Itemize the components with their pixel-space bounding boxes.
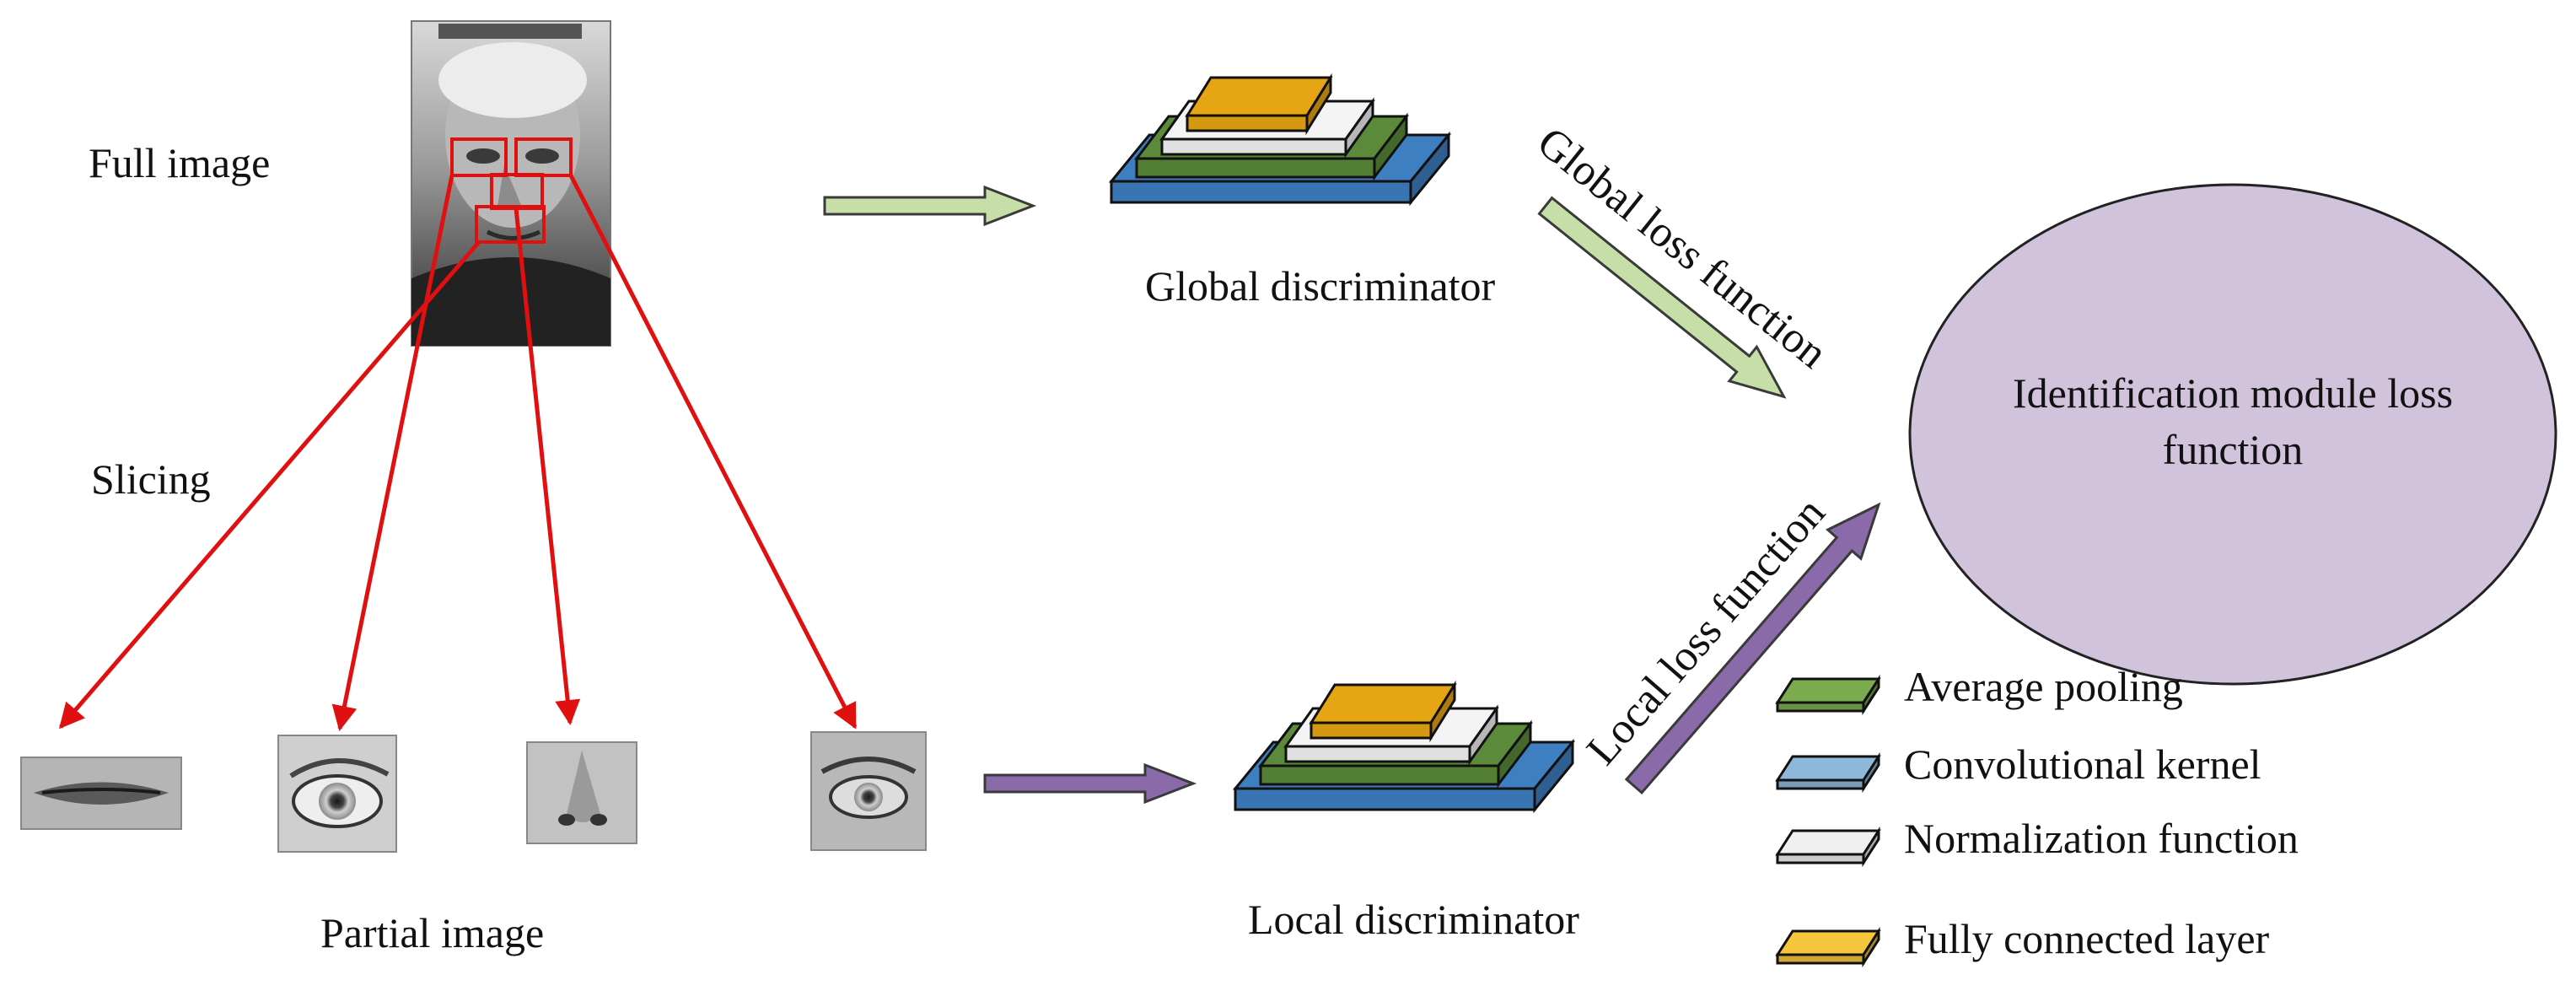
local-input-arrow <box>983 762 1197 805</box>
global-discriminator-stack <box>1108 73 1452 207</box>
identification-label-line2: function <box>2163 426 2304 473</box>
legend-label: Normalization function <box>1904 815 2299 862</box>
local-loss-arrow <box>1624 502 1881 794</box>
identification-module-ellipse <box>1908 183 2557 686</box>
slicing-arrows <box>59 174 858 731</box>
global-discriminator-label: Global discriminator <box>1145 262 1496 310</box>
slice-arrow-mouth <box>59 240 481 730</box>
slice-box-left-eye <box>450 137 508 177</box>
slice-arrow-left-eye <box>331 175 454 731</box>
local-loss-label: Local loss function <box>1578 489 1835 774</box>
global-loss-label: Global loss function <box>1528 118 1836 378</box>
layer-fully-connected <box>1185 73 1333 136</box>
partial-image-nose <box>526 741 637 844</box>
local-discriminator-label: Local discriminator <box>1248 896 1579 943</box>
legend-label: Average pooling <box>1904 663 2183 710</box>
local-discriminator-stack <box>1232 680 1576 814</box>
full-image-photo <box>411 20 611 347</box>
slicing-label: Slicing <box>91 455 211 503</box>
partial-image-left-eye <box>277 735 397 853</box>
legend-swatch <box>1775 829 1881 856</box>
global-loss-arrow <box>1537 196 1787 399</box>
partial-image-right-eye <box>810 731 927 851</box>
partial-image-label: Partial image <box>320 909 544 956</box>
legend-item: Convolutional kernel <box>1775 740 2261 794</box>
legend-item: Normalization function <box>1775 815 2299 868</box>
legend-swatch <box>1775 929 1881 956</box>
slice-arrow-nose <box>514 207 581 725</box>
layer-fully-connected <box>1309 680 1457 743</box>
slice-box-mouth <box>475 205 546 244</box>
partial-image-mouth <box>20 757 182 830</box>
legend-item: Fully connected layer <box>1775 915 2270 968</box>
full-image-label: Full image <box>89 139 270 186</box>
legend-label: Fully connected layer <box>1904 915 2270 962</box>
slice-arrow-right-eye <box>568 174 858 730</box>
legend-item: Average pooling <box>1775 663 2183 716</box>
legend-swatch <box>1775 677 1881 704</box>
global-input-arrow <box>823 185 1037 227</box>
identification-label-line1: Identification module loss <box>2013 369 2453 417</box>
legend-label: Convolutional kernel <box>1904 740 2261 788</box>
legend-swatch <box>1775 755 1881 782</box>
